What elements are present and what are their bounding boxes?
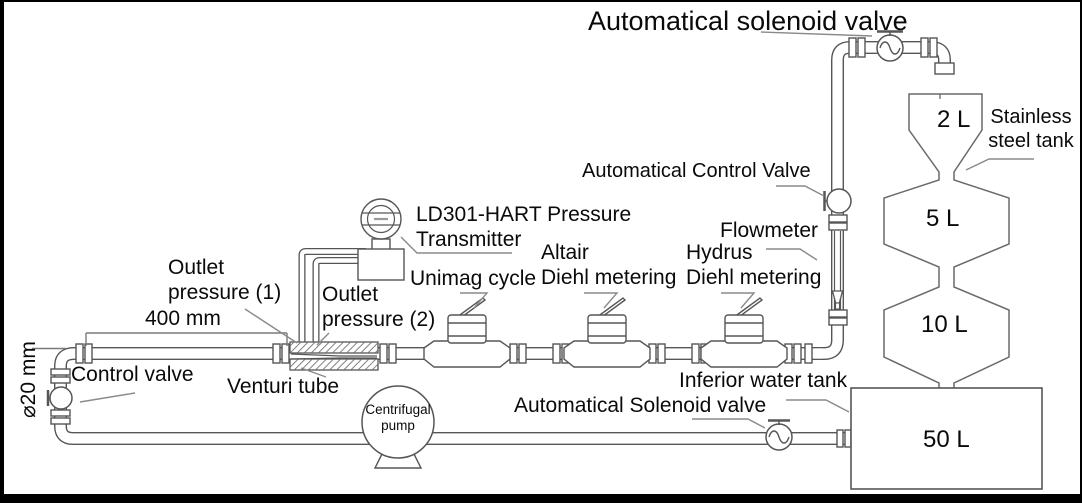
label-outlet-pressure-2: Outlet pressure (2): [322, 283, 436, 331]
impulse-tubes: [298, 248, 366, 346]
tank-section-2l-label: 2 L: [937, 106, 971, 133]
tank-section-10l-label: 10 L: [921, 311, 968, 338]
label-control-valve: Control valve: [71, 363, 194, 386]
water-meter-hydrus: [700, 297, 788, 368]
solenoid-valve-bottom-symbol: [765, 419, 793, 451]
label-pressure-transmitter: LD301-HART Pressure Transmitter: [416, 203, 632, 251]
label-outlet-pressure-1: Outlet pressure (1): [168, 256, 282, 304]
label-meter-unimag: Unimag cycle: [410, 267, 537, 290]
tank-section-5l-label: 5 L: [926, 205, 960, 232]
tank-section-50l-label: 50 L: [923, 426, 970, 453]
label-meter-hydrus: Hydrus Diehl metering: [686, 241, 822, 289]
label-solenoid-valve-top: Automatical solenoid valve: [588, 6, 908, 36]
automatical-control-valve-symbol: [823, 188, 852, 214]
water-meter-altair: [563, 297, 651, 368]
label-centrifugal-pump: Centrifugal pump: [365, 402, 431, 434]
schematic-canvas: [32, 30, 1043, 490]
label-flowmeter: Flowmeter: [720, 219, 819, 242]
centrifugal-pump-symbol: [361, 385, 435, 469]
label-dim-400mm: 400 mm: [145, 307, 221, 330]
dimension-lines: [32, 332, 288, 350]
pressure-transmitter-symbol: [357, 198, 405, 281]
label-stainless-steel-tank: Stainless steel tank: [988, 106, 1074, 152]
label-inferior-water-tank: Inferior water tank: [679, 369, 848, 392]
flowmeter-symbol: [831, 231, 844, 310]
label-dim-20mm: ⌀20 mm: [17, 341, 40, 418]
inferior-water-tank-shape: [850, 387, 1043, 490]
label-meter-altair: Altair Diehl metering: [541, 241, 677, 289]
label-automatical-control-valve: Automatical Control Valve: [582, 160, 811, 182]
label-solenoid-valve-bottom: Automatical Solenoid valve: [514, 394, 767, 417]
label-venturi-tube: Venturi tube: [227, 375, 340, 398]
control-valve-symbol: [46, 386, 73, 410]
leader-lines: [79, 31, 1034, 429]
water-meter-unimag: [423, 297, 511, 368]
solenoid-valve-top-symbol: [876, 30, 904, 62]
venturi-tube-symbol: [289, 341, 379, 371]
